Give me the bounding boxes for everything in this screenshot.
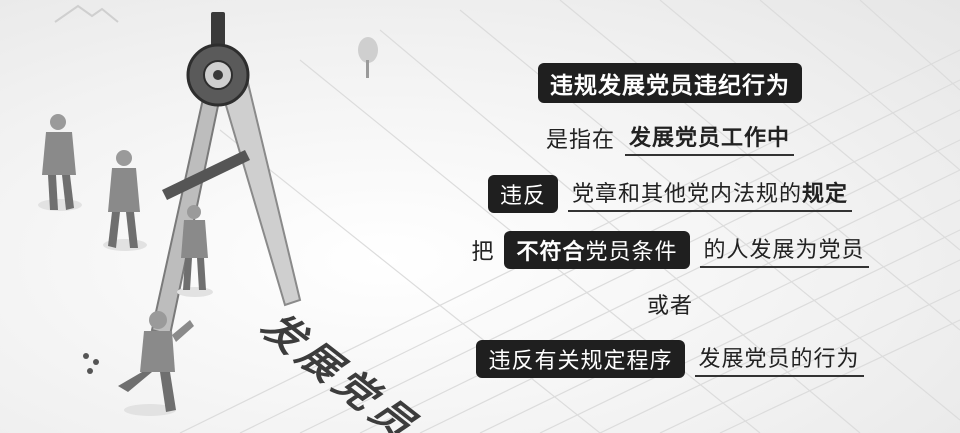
title-pill: 违规发展党员违纪行为 [538,63,802,103]
person-running [83,311,194,416]
grid-floor [179,0,960,433]
line-1-prefix: 是指在 [545,128,615,153]
line-3-text-b: 发展为党员 [749,238,865,263]
line-3-pill-bold: 不符合 [516,240,586,265]
line-2-underline: 党章和其他党内法规的规定 [567,176,853,212]
line-4-text: 或者 [646,294,693,319]
person-3 [177,205,213,297]
line-2: 违反 党章和其他党内法规的规定 [410,175,930,213]
mountain-decoration [54,4,119,23]
line-2-pill: 违反 [487,175,558,213]
tree [358,37,378,78]
line-3-pill: 不符合党员条件 [504,231,690,269]
compass-icon [150,12,302,337]
person-2 [103,150,147,251]
line-5-pill: 违反有关规定程序 [476,340,685,378]
title-line: 违规发展党员违纪行为 [410,63,930,103]
line-4: 或者 [410,288,930,320]
line-2-text-b: 规定 [802,182,849,207]
line-5: 违反有关规定程序 发展党员的行为 [410,340,930,378]
line-3: 把 不符合党员条件 的人发展为党员 [410,231,930,269]
line-3-pill-rest: 党员条件 [585,240,678,265]
line-3-prefix: 把 [471,240,495,265]
line-1-highlight: 发展党员工作中 [625,120,795,156]
person-1 [38,114,82,211]
line-3-text-a: 的人 [703,238,750,263]
line-5-text: 发展党员的行为 [694,341,864,377]
text-panel: 违规发展党员违纪行为 是指在 发展党员工作中 违反 党章和其他党内法规的规定 把… [410,0,930,433]
line-2-text-a: 党章和其他党内法规的 [571,182,802,207]
line-3-underline: 的人发展为党员 [699,232,869,268]
line-1: 是指在 发展党员工作中 [410,120,930,156]
